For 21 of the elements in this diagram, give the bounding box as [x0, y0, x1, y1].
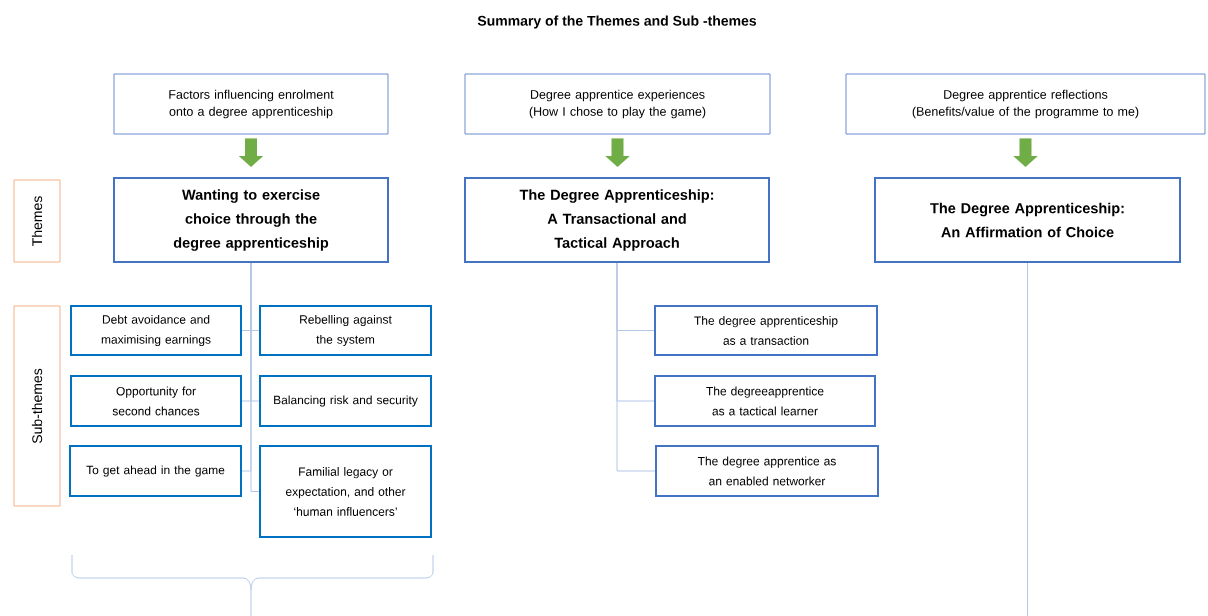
- theme-box: The Degree Apprenticeship: A Transactional and Tactical Approach: [464, 177, 770, 263]
- sub-theme-box: The degree apprentice as an enabled networker: [655, 445, 879, 497]
- sub-theme-box: Rebelling against the system: [259, 305, 432, 356]
- sub-theme-box: Opportunity for second chances: [70, 375, 242, 427]
- connector-line: [616, 262, 656, 472]
- row-label-box: Sub-themes: [13, 305, 61, 507]
- sub-theme-box: Familial legacy or expectation, and other ‘human influencers’: [259, 445, 432, 538]
- sub-theme-box: The degreeapprentice as a tactical learner: [654, 375, 876, 427]
- row-label-box: Themes: [13, 179, 61, 263]
- title-box: Degree apprentice experiences (How I chose to play the game): [464, 73, 771, 135]
- title: Summary of the Themes and Sub -themes: [477, 15, 757, 29]
- sub-theme-box: The degree apprenticeship as a transaction: [654, 305, 878, 356]
- sub-theme-box: To get ahead in the game: [69, 445, 242, 497]
- sub-theme-box: Debt avoidance and maximising earnings: [70, 305, 242, 356]
- connector-line: [1027, 262, 1028, 616]
- theme-box: The Degree Apprenticeship: An Affirmation of Choice: [874, 177, 1181, 263]
- connector-line: [250, 262, 260, 492]
- theme-box: Wanting to exercise choice through the degree apprenticeship: [113, 177, 389, 263]
- sub-theme-box: Balancing risk and security: [259, 375, 432, 427]
- title-box: Degree apprentice reflections (Benefits/value of the programme to me): [845, 73, 1206, 135]
- title-box: Factors influencing enrolment onto a degree apprenticeship: [113, 73, 389, 135]
